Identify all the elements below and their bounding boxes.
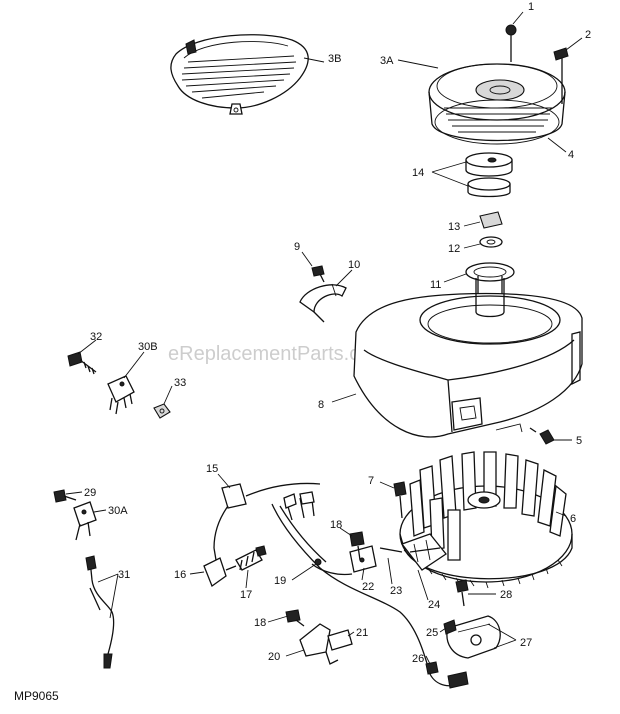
callout-18-lower: 18 [254,617,266,629]
part-32-screw [67,351,97,375]
part-11-starter-cup [465,262,515,298]
callout-14: 14 [412,167,424,179]
callout-12: 12 [448,243,460,255]
part-28-screw [455,579,469,607]
part-17-spark-plug [235,545,267,571]
part-10-deflector [299,283,347,323]
part-1-screw [505,24,517,62]
leader-lines [65,11,583,665]
callout-26: 26 [412,653,424,665]
part-25-screw [443,619,457,635]
part-14-discs [465,152,513,198]
part-24-ignition-module [379,533,447,571]
callout-33: 33 [174,377,186,389]
callout-21: 21 [356,627,368,639]
callout-30a: 30A [108,505,128,517]
callout-6: 6 [570,513,576,525]
part-18-screw-upper [349,531,365,561]
callout-30b: 30B [138,341,158,353]
callout-31: 31 [118,569,130,581]
watermark: eReplacementParts.com [168,343,387,365]
callout-2: 2 [585,29,591,41]
callout-3b: 3B [328,53,341,65]
callout-15: 15 [206,463,218,475]
callout-5: 5 [576,435,582,447]
part-12-washer [479,236,503,248]
part-27-plate [446,615,501,659]
callout-3a: 3A [380,55,394,67]
callout-25: 25 [426,627,438,639]
part-26-screw [425,661,469,689]
callout-8: 8 [318,399,324,411]
part-33-nut [153,403,171,419]
callout-32: 32 [90,331,102,343]
callout-19: 19 [274,575,286,587]
callout-4: 4 [568,149,574,161]
callout-20: 20 [268,651,280,663]
part-3b-screen [170,34,309,115]
part-20-bracket [299,623,339,665]
part-16-terminal [203,547,237,588]
callout-9: 9 [294,241,300,253]
part-18-screw-lower [285,609,305,627]
callout-22: 22 [362,581,374,593]
callout-13: 13 [448,221,460,233]
part-19-wire-harness [271,491,463,687]
callout-18-upper: 18 [330,519,342,531]
part-30b-switch [107,375,135,415]
callout-28: 28 [500,589,512,601]
part-6-flywheel [399,451,573,589]
callout-27: 27 [520,637,532,649]
part-21-clip [327,629,353,651]
callout-7: 7 [368,475,374,487]
callout-17: 17 [240,589,252,601]
callout-1: 1 [528,1,534,13]
part-9-screw [311,265,325,283]
part-13-nut [479,211,503,229]
part-29-screw [53,489,77,503]
part-15-grommet [213,482,321,549]
callout-10: 10 [348,259,360,271]
part-7-screw [393,481,407,519]
callout-23: 23 [390,585,402,597]
callout-24: 24 [428,599,440,611]
part-22-clip [349,545,377,573]
part-5-screw [529,427,555,445]
callout-labels: 1 2 3A 3B 4 5 6 7 8 9 10 11 12 13 14 15 … [84,1,591,665]
callout-29: 29 [84,487,96,499]
part-31-wire-lead [85,555,115,669]
part-3a-rotating-screen [428,63,566,145]
part-8-blower-housing [353,278,583,438]
part-30a-switch [73,501,97,541]
callout-16: 16 [174,569,186,581]
diagram-code: MP9065 [14,689,59,703]
part-2-screw [553,47,569,104]
callout-11: 11 [430,279,441,291]
